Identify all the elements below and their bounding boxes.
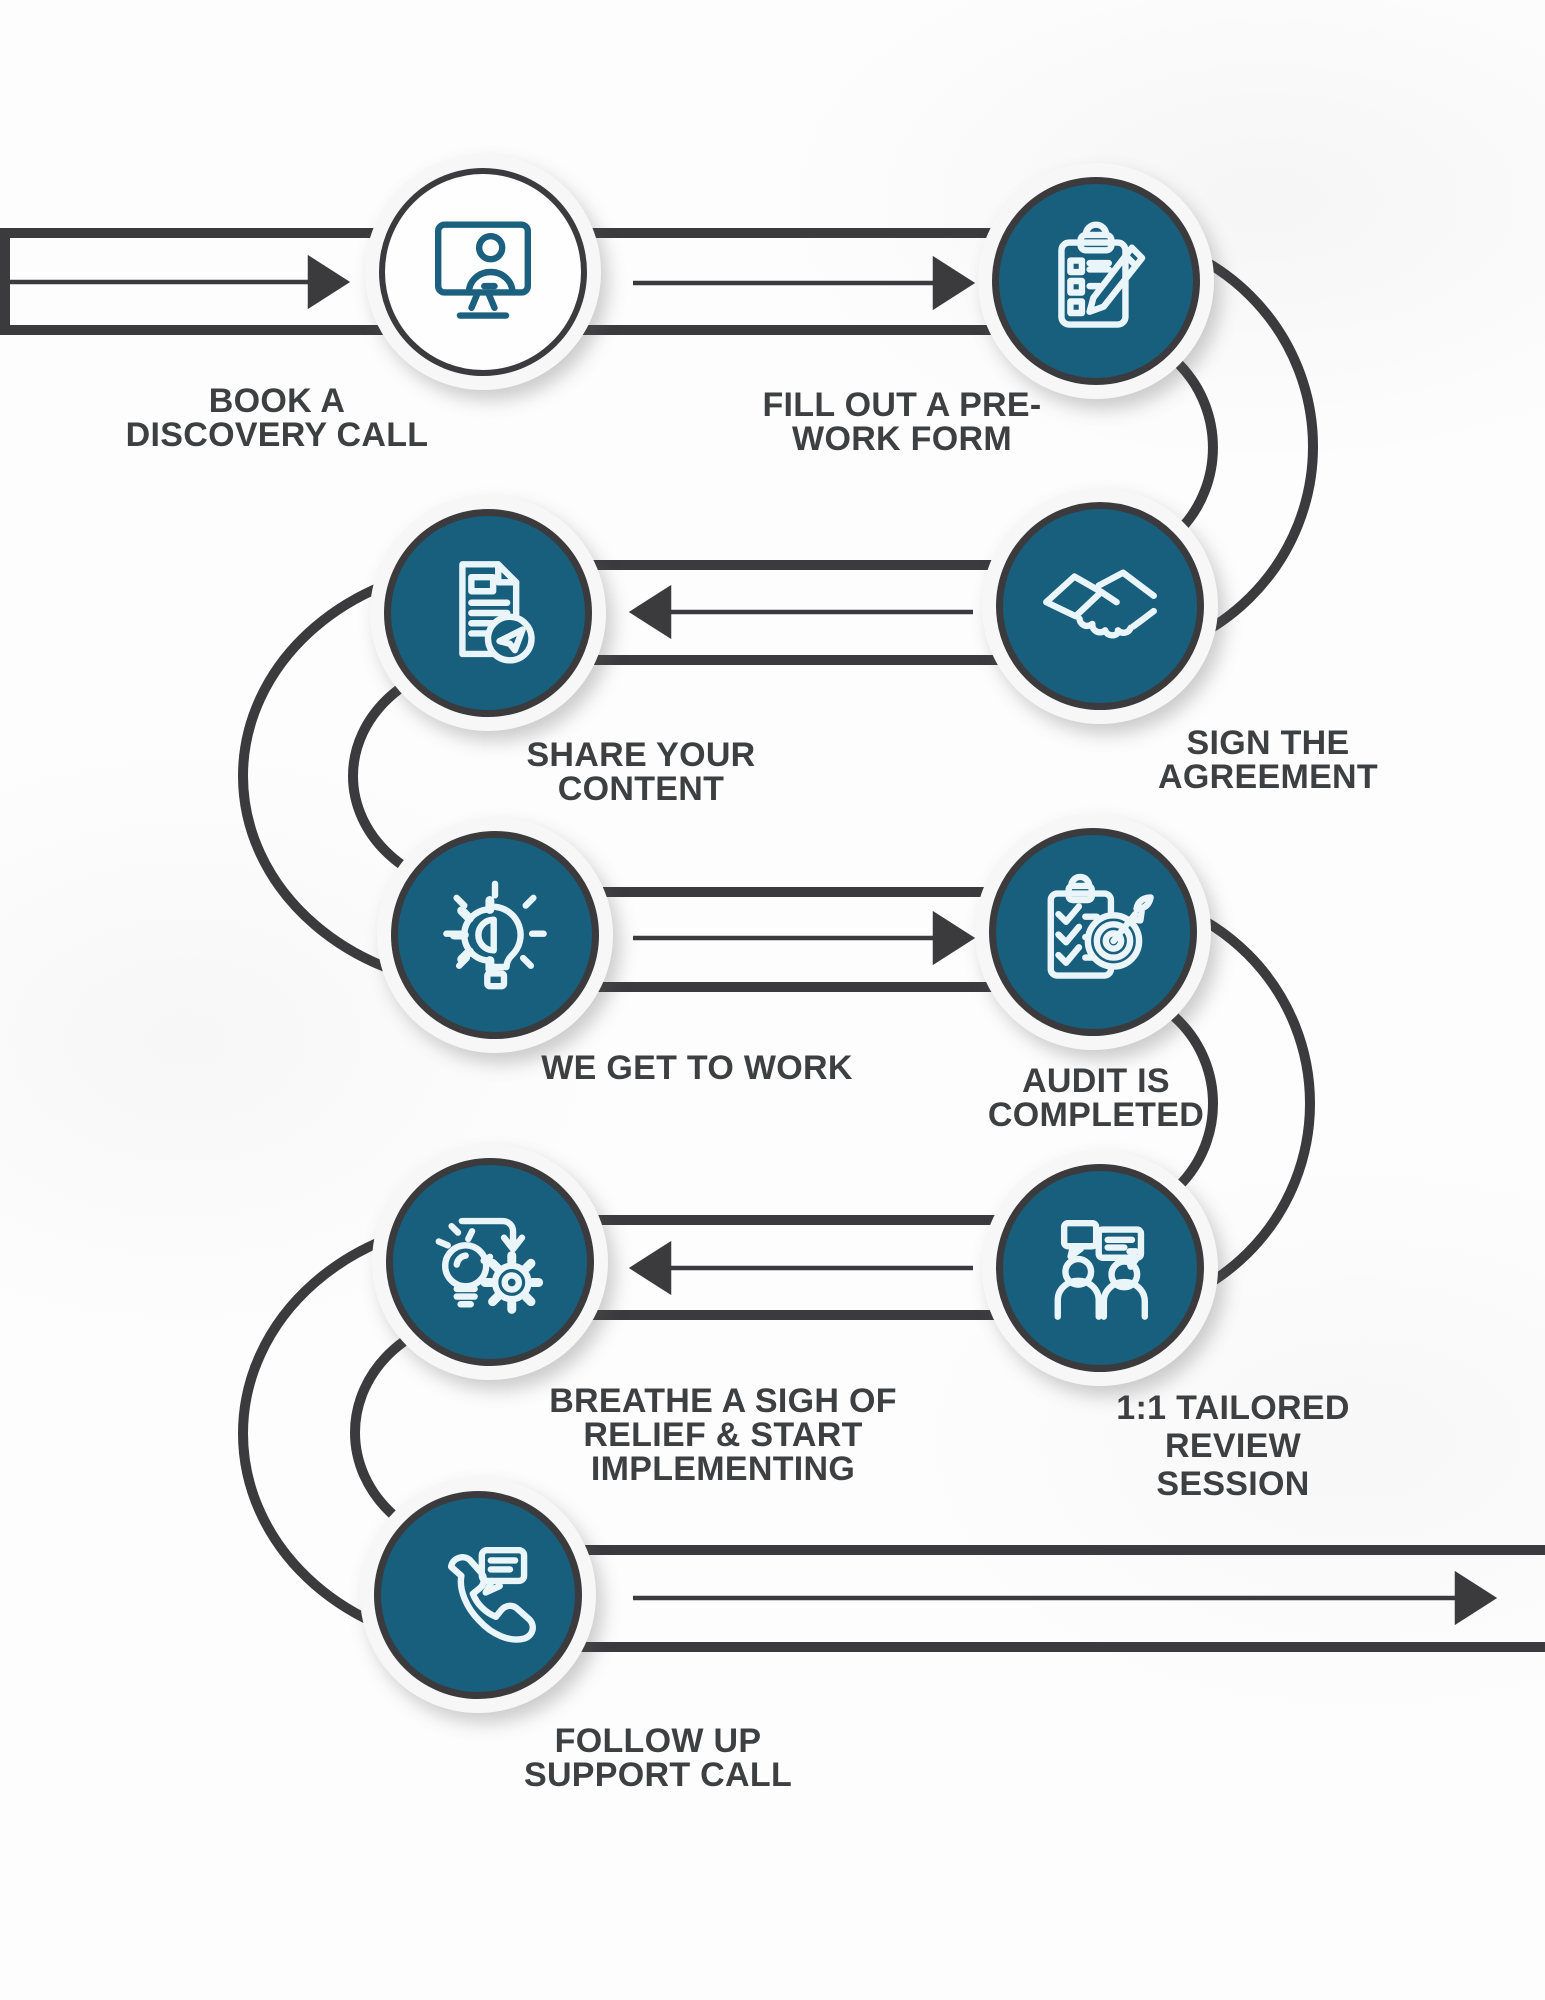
step-circle-breathe-and-implement bbox=[372, 1144, 608, 1380]
arrow-right-icon bbox=[932, 255, 976, 311]
step-circle-we-get-to-work bbox=[377, 817, 613, 1053]
step-circle-fill-out-pre-work-form bbox=[978, 163, 1214, 399]
step-label-audit-is-completed: AUDIT IS COMPLETED bbox=[987, 1062, 1205, 1134]
step-label-fill-out-pre-work-form: FILL OUT A PRE- WORK FORM bbox=[762, 386, 1042, 458]
step-label-sign-the-agreement: SIGN THE AGREEMENT bbox=[1158, 724, 1378, 796]
step-circle-book-discovery-call bbox=[365, 154, 601, 390]
arrow-right-icon bbox=[1454, 1570, 1498, 1626]
gear-lightbulb-icon bbox=[443, 880, 547, 990]
step-circle-tailored-review-session bbox=[982, 1150, 1218, 1386]
step-circle-sign-the-agreement bbox=[982, 488, 1218, 724]
lightbulb-gear-arrow-icon bbox=[435, 1217, 544, 1314]
document-send-icon bbox=[459, 561, 535, 664]
arrow-left-icon bbox=[628, 584, 672, 640]
people-conversation-icon bbox=[1054, 1220, 1148, 1320]
arrow-right-icon bbox=[307, 254, 351, 310]
step-label-we-get-to-work: WE GET TO WORK bbox=[541, 1049, 853, 1087]
step-label-tailored-review-session: 1:1 TAILORED REVIEW SESSION bbox=[1116, 1389, 1350, 1503]
arrow-left-icon bbox=[628, 1240, 672, 1296]
arrow-right-icon bbox=[932, 910, 976, 966]
step-label-share-your-content: SHARE YOUR CONTENT bbox=[526, 736, 756, 808]
checklist-target-icon bbox=[1047, 873, 1154, 979]
video-call-icon bbox=[435, 221, 531, 319]
step-label-breathe-and-implement: BREATHE A SIGH OF RELIEF & START IMPLEME… bbox=[549, 1382, 897, 1488]
track-row-5 bbox=[478, 1545, 1545, 1652]
phone-message-icon bbox=[447, 1547, 536, 1643]
direction-arrows bbox=[8, 254, 1498, 1626]
step-circle-share-your-content bbox=[370, 495, 606, 731]
step-label-book-discovery-call: BOOK A DISCOVERY CALL bbox=[125, 382, 429, 454]
handshake-icon bbox=[1043, 569, 1157, 639]
step-circle-audit-is-completed bbox=[975, 814, 1211, 1050]
step-label-follow-up-support-call: FOLLOW UP SUPPORT CALL bbox=[523, 1722, 793, 1794]
clipboard-pencil-icon bbox=[1058, 221, 1146, 328]
step-circle-follow-up-support-call bbox=[360, 1477, 596, 1713]
